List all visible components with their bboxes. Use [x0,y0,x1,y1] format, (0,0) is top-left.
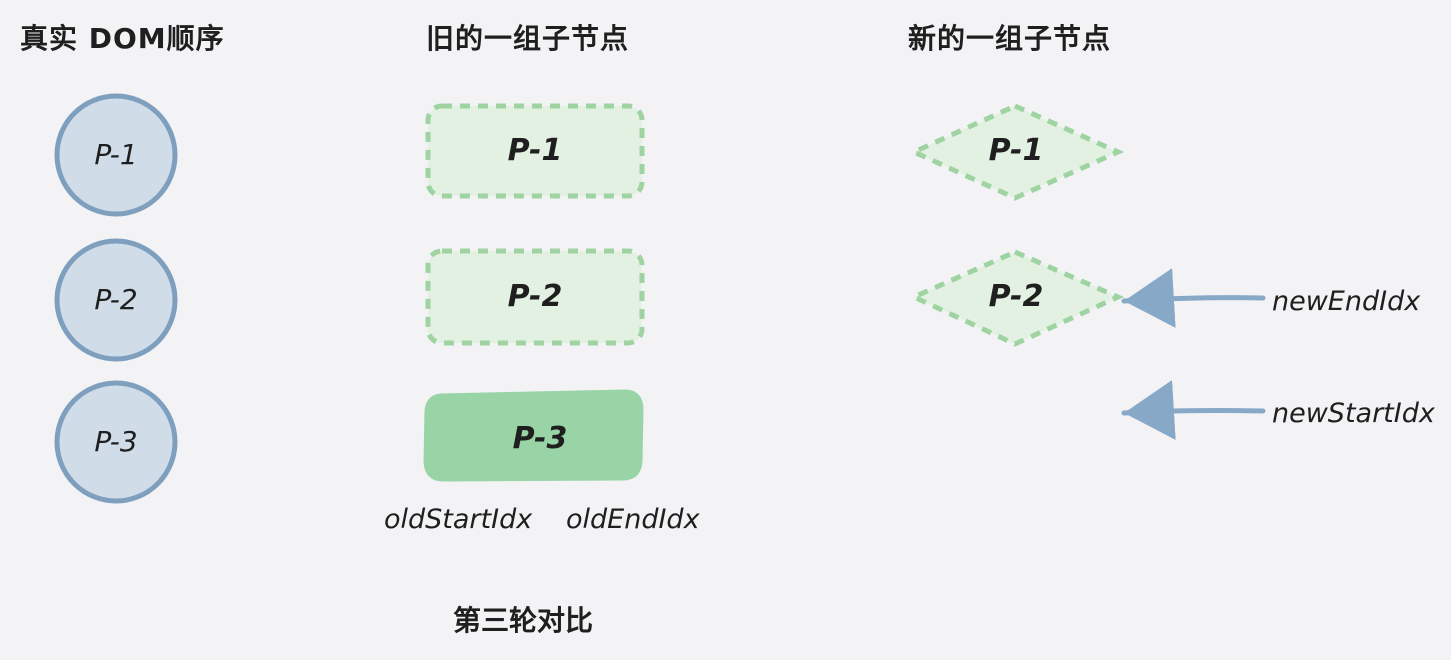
new-start-idx-label: newStartIdx [1272,398,1436,429]
old-end-idx-label: oldEndIdx [566,504,701,535]
old-children-heading: 旧的一组子节点 [426,22,629,55]
new-child-node-label: P-1 [989,133,1044,168]
real-dom-heading: 真实 DOM顺序 [20,22,225,55]
new-child-node: P-2 [907,249,1125,347]
old-child-node-label: P-1 [508,133,563,168]
real-dom-node: P-1 [54,93,178,217]
new-children-heading: 新的一组子节点 [908,22,1111,55]
old-child-node-label: P-2 [508,279,563,314]
new-child-node: P-1 [907,103,1125,201]
old-child-node: P-1 [425,103,645,199]
old-child-node-label: P-3 [513,421,568,456]
new-child-node-label: P-2 [989,279,1044,314]
real-dom-node-label: P-1 [94,138,137,171]
old-start-idx-label: oldStartIdx [384,504,533,535]
real-dom-node-label: P-3 [94,425,137,458]
real-dom-node: P-3 [54,380,178,504]
new-end-idx-pointer [1121,268,1266,329]
round-caption: 第三轮对比 [453,604,593,637]
new-start-idx-pointer [1121,380,1266,440]
new-end-idx-label: newEndIdx [1272,286,1421,317]
old-child-node: P-2 [425,248,645,346]
old-child-node-current: P-3 [423,389,644,482]
real-dom-node-label: P-2 [94,283,137,316]
real-dom-node: P-2 [54,238,178,362]
